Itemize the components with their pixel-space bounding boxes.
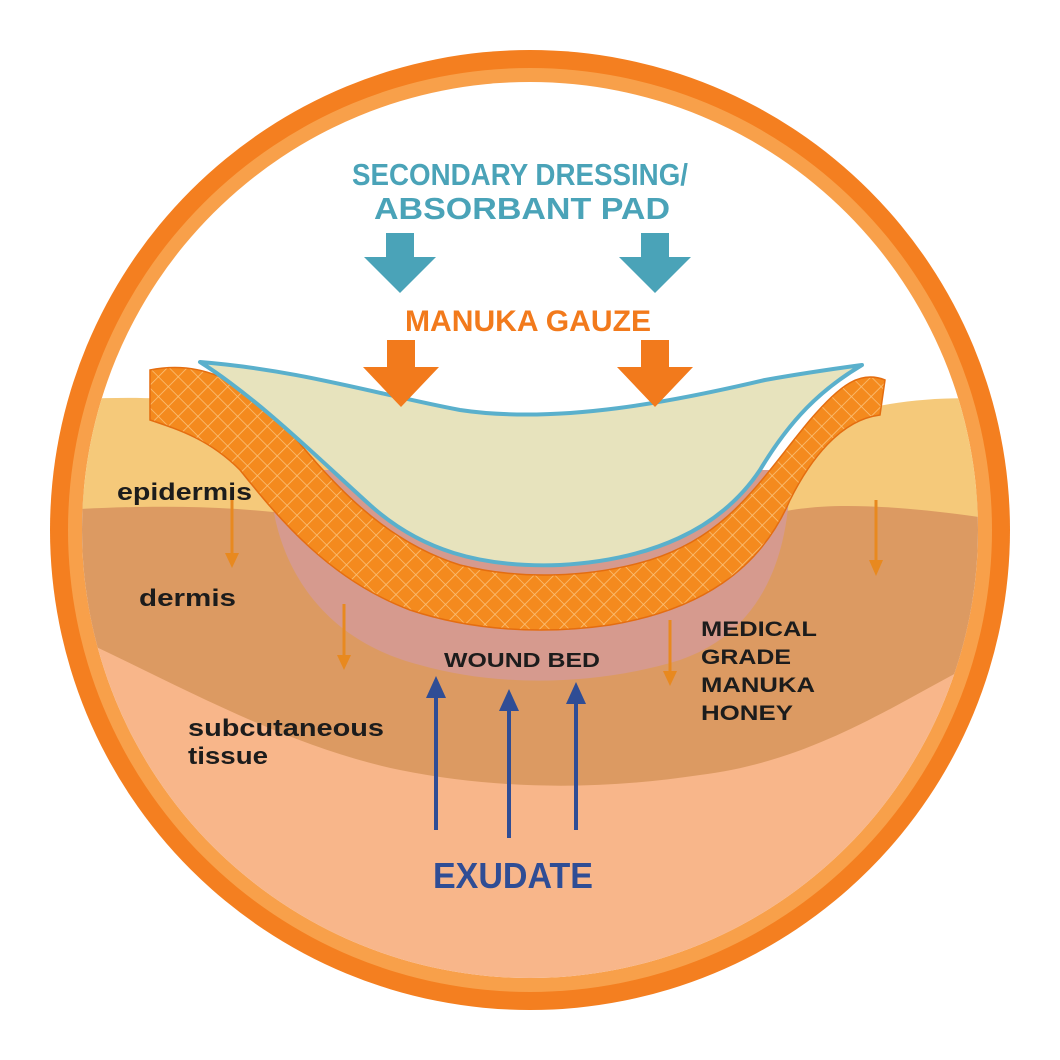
absorbant-pad [198, 360, 864, 568]
exudate-arrow-1 [426, 676, 446, 830]
down-arrow-icon [364, 233, 436, 293]
manuka-gauze-layer [149, 366, 886, 631]
honey-label-line2: GRADE [701, 646, 791, 669]
subcutaneous-label-line1: subcutaneous [188, 715, 384, 742]
tissue-arrow-epidermis [225, 500, 239, 568]
down-arrow-icon [617, 340, 693, 407]
orange-down-arrow-left [363, 340, 439, 407]
tissue-arrow-dermis [337, 604, 351, 670]
tissue-arrow-honey [663, 620, 677, 686]
dermis-label: dermis [139, 585, 236, 612]
orange-down-arrow-right [617, 340, 693, 407]
secondary-dressing-label-line2: ABSORBANT PAD [374, 191, 670, 226]
tissue-cross-section [82, 360, 978, 978]
exudate-label: EXUDATE [433, 855, 593, 896]
down-arrow-icon [619, 233, 691, 293]
down-arrow-icon [363, 340, 439, 407]
exudate-arrow-3 [566, 682, 586, 830]
honey-label-line4: HONEY [701, 702, 793, 725]
honey-label-line3: MANUKA [701, 674, 815, 697]
secondary-dressing-label-line1: SECONDARY DRESSING/ [352, 157, 688, 192]
teal-down-arrow-left [364, 233, 436, 293]
teal-down-arrow-right [619, 233, 691, 293]
subcutaneous-label-line2: tissue [188, 743, 268, 770]
epidermis-label: epidermis [117, 479, 252, 506]
wound-bed-label: WOUND BED [444, 650, 600, 672]
exudate-arrow-2 [499, 689, 519, 838]
manuka-gauze-label: MANUKA GAUZE [405, 305, 651, 338]
honey-label-line1: MEDICAL [701, 618, 817, 641]
tissue-arrow-right [869, 500, 883, 576]
